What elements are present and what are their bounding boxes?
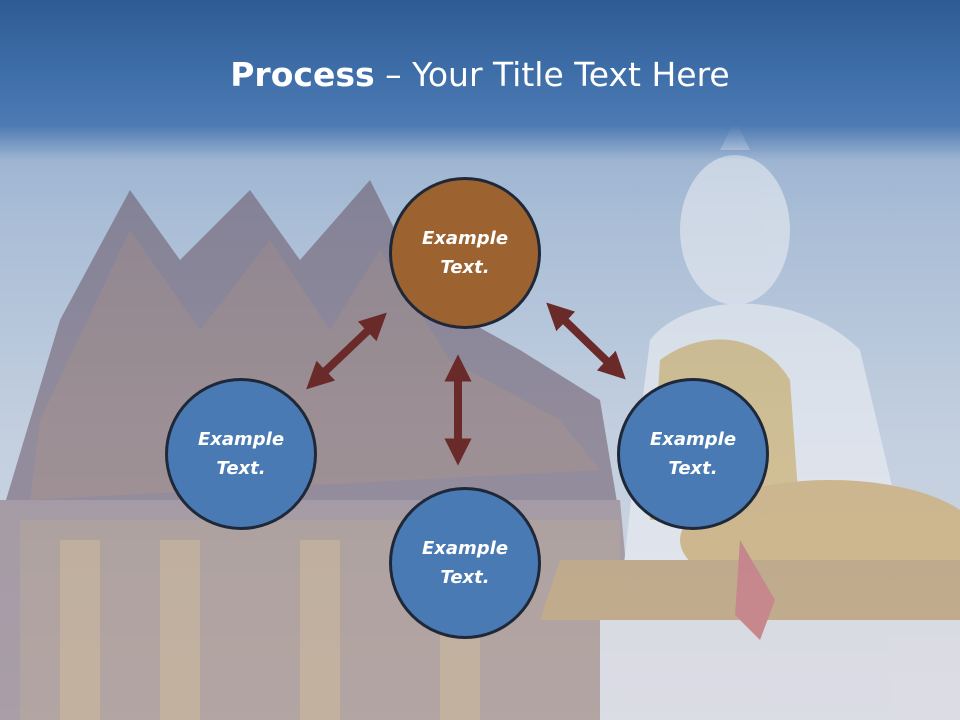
node-bottom-line2: Text. [440, 567, 490, 588]
node-top-line1: Example [421, 228, 509, 249]
slide-title: Process – Your Title Text Here [0, 52, 960, 98]
double-arrow-icon [306, 312, 387, 390]
double-arrow-icon [546, 302, 626, 380]
node-right-line1: Example [649, 429, 737, 450]
title-band [0, 0, 960, 160]
title-bold: Process [230, 55, 375, 94]
node-top-line2: Text. [440, 257, 490, 278]
node-left-line1: Example [197, 429, 285, 450]
title-rest: – Your Title Text Here [374, 55, 730, 94]
node-bottom-line1: Example [421, 538, 509, 559]
node-right-line2: Text. [668, 458, 718, 479]
node-left-line2: Text. [216, 458, 266, 479]
